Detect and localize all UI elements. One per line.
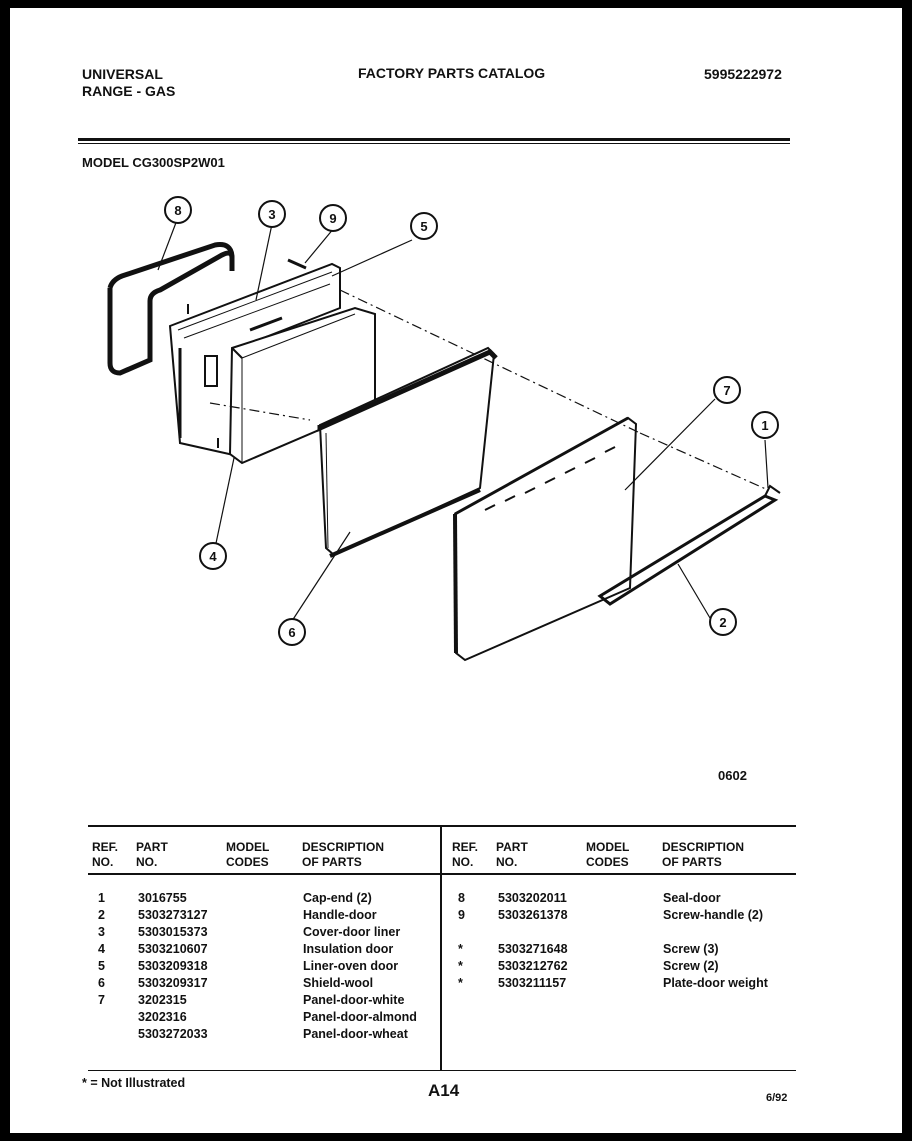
callout-8: 8 — [174, 203, 181, 218]
callout-2: 2 — [719, 615, 726, 630]
left-table-row: 5 5303209318 Liner-oven door — [98, 958, 438, 975]
left-table-row: 4 5303210607 Insulation door — [98, 941, 438, 958]
cell-ref-no: 7 — [98, 993, 105, 1007]
cell-ref-no: 4 — [98, 942, 105, 956]
cell-description: Panel-door-white — [303, 993, 405, 1007]
cell-description: Panel-door-wheat — [303, 1027, 408, 1041]
cell-ref-no: * — [458, 976, 463, 990]
cell-ref-no: 5 — [98, 959, 105, 973]
callout-1: 1 — [761, 418, 768, 433]
cell-ref-no: * — [458, 959, 463, 973]
cell-part-no: 5303272033 — [138, 1027, 208, 1041]
cell-part-no: 5303261378 — [498, 908, 568, 922]
callout-1-circle — [751, 411, 779, 439]
callout-7: 7 — [723, 383, 730, 398]
cell-description: Liner-oven door — [303, 959, 399, 973]
table-bottom-rule — [88, 1070, 796, 1071]
cell-ref-no: 3 — [98, 925, 105, 939]
callout-6: 6 — [288, 625, 295, 640]
cell-part-no: 3016755 — [138, 891, 187, 905]
brand-line-1: UNIVERSAL — [82, 66, 163, 82]
callout-5-circle — [410, 212, 438, 240]
callout-9-circle — [319, 204, 347, 232]
cell-part-no: 5303271648 — [498, 942, 568, 956]
header-ref-no-right: REF.NO. — [452, 840, 479, 869]
left-table-row: 6 5303209317 Shield-wool — [98, 975, 438, 992]
cell-part-no: 5303210607 — [138, 942, 208, 956]
cell-part-no: 5303209317 — [138, 976, 208, 990]
table-header-rule — [88, 873, 796, 875]
left-table-row: 7 3202315 Panel-door-white — [98, 992, 438, 1009]
left-table-row: 3202316 Panel-door-almond — [98, 1009, 438, 1026]
catalog-number: 5995222972 — [704, 66, 782, 82]
catalog-page: UNIVERSAL RANGE - GAS FACTORY PARTS CATA… — [10, 8, 902, 1133]
cell-description: Screw-handle (2) — [663, 908, 764, 922]
cell-ref-no: 8 — [458, 891, 465, 905]
cell-description: Seal-door — [663, 891, 721, 905]
cell-part-no: 3202315 — [138, 993, 187, 1007]
left-table-row: 5303272033 Panel-door-wheat — [98, 1026, 438, 1043]
not-illustrated-note: * = Not Illustrated — [82, 1076, 186, 1090]
cell-description: Shield-wool — [303, 976, 374, 990]
callout-9: 9 — [329, 211, 336, 226]
figure-code: 0602 — [718, 768, 747, 783]
callout-3-circle — [258, 200, 286, 228]
cell-ref-no: 2 — [98, 908, 105, 922]
cell-ref-no: 6 — [98, 976, 105, 990]
callout-5: 5 — [420, 219, 427, 234]
callout-4-circle — [199, 542, 227, 570]
cell-description: Panel-door-almond — [303, 1010, 417, 1024]
table-top-rule — [88, 825, 796, 827]
model-label: MODEL CG300SP2W01 — [82, 155, 225, 170]
callout-8-circle — [164, 196, 192, 224]
table-column-divider — [440, 825, 442, 1071]
cell-part-no: 5303209318 — [138, 959, 208, 973]
right-table-row: 8 5303202011 Seal-door — [458, 890, 798, 907]
header-rule-thin — [78, 143, 790, 144]
cell-part-no: 3202316 — [138, 1010, 187, 1024]
right-table-row — [458, 924, 798, 941]
left-table-row: 3 5303015373 Cover-door liner — [98, 924, 438, 941]
callout-6-circle — [278, 618, 306, 646]
right-table-row: 9 5303261378 Screw-handle (2) — [458, 907, 798, 924]
left-table-row: 2 5303273127 Handle-door — [98, 907, 438, 924]
exploded-parts-diagram: 8 3 9 5 7 1 4 6 2 — [107, 196, 781, 662]
cell-description: Screw (2) — [663, 959, 719, 973]
callout-7-circle — [713, 376, 741, 404]
brand-line-2: RANGE - GAS — [82, 83, 176, 99]
cell-part-no: 5303273127 — [138, 908, 208, 922]
cell-description: Plate-door weight — [663, 976, 768, 990]
catalog-title: FACTORY PARTS CATALOG — [358, 65, 546, 81]
cell-ref-no: * — [458, 942, 463, 956]
cell-description: Cover-door liner — [303, 925, 401, 939]
right-table-row: * 5303211157 Plate-door weight — [458, 975, 798, 992]
cell-part-no: 5303212762 — [498, 959, 568, 973]
cell-description: Handle-door — [303, 908, 377, 922]
callout-3: 3 — [268, 207, 275, 222]
right-table-row: * 5303271648 Screw (3) — [458, 941, 798, 958]
header-ref-no: REF.NO. — [92, 840, 119, 869]
cell-description: Cap-end (2) — [303, 891, 372, 905]
right-table-row: * 5303212762 Screw (2) — [458, 958, 798, 975]
page-id: A14 — [428, 1081, 460, 1100]
header-rule — [78, 138, 790, 141]
cell-part-no: 5303202011 — [498, 891, 567, 905]
left-table-row: 1 3016755 Cap-end (2) — [98, 890, 438, 907]
cell-ref-no: 9 — [458, 908, 465, 922]
callout-4: 4 — [209, 549, 217, 564]
cell-part-no: 5303211157 — [498, 976, 567, 990]
cell-description: Screw (3) — [663, 942, 719, 956]
cell-ref-no: 1 — [98, 891, 105, 905]
callout-2-circle — [709, 608, 737, 636]
cell-part-no: 5303015373 — [138, 925, 208, 939]
cell-description: Insulation door — [303, 942, 394, 956]
revision-date: 6/92 — [766, 1092, 788, 1104]
